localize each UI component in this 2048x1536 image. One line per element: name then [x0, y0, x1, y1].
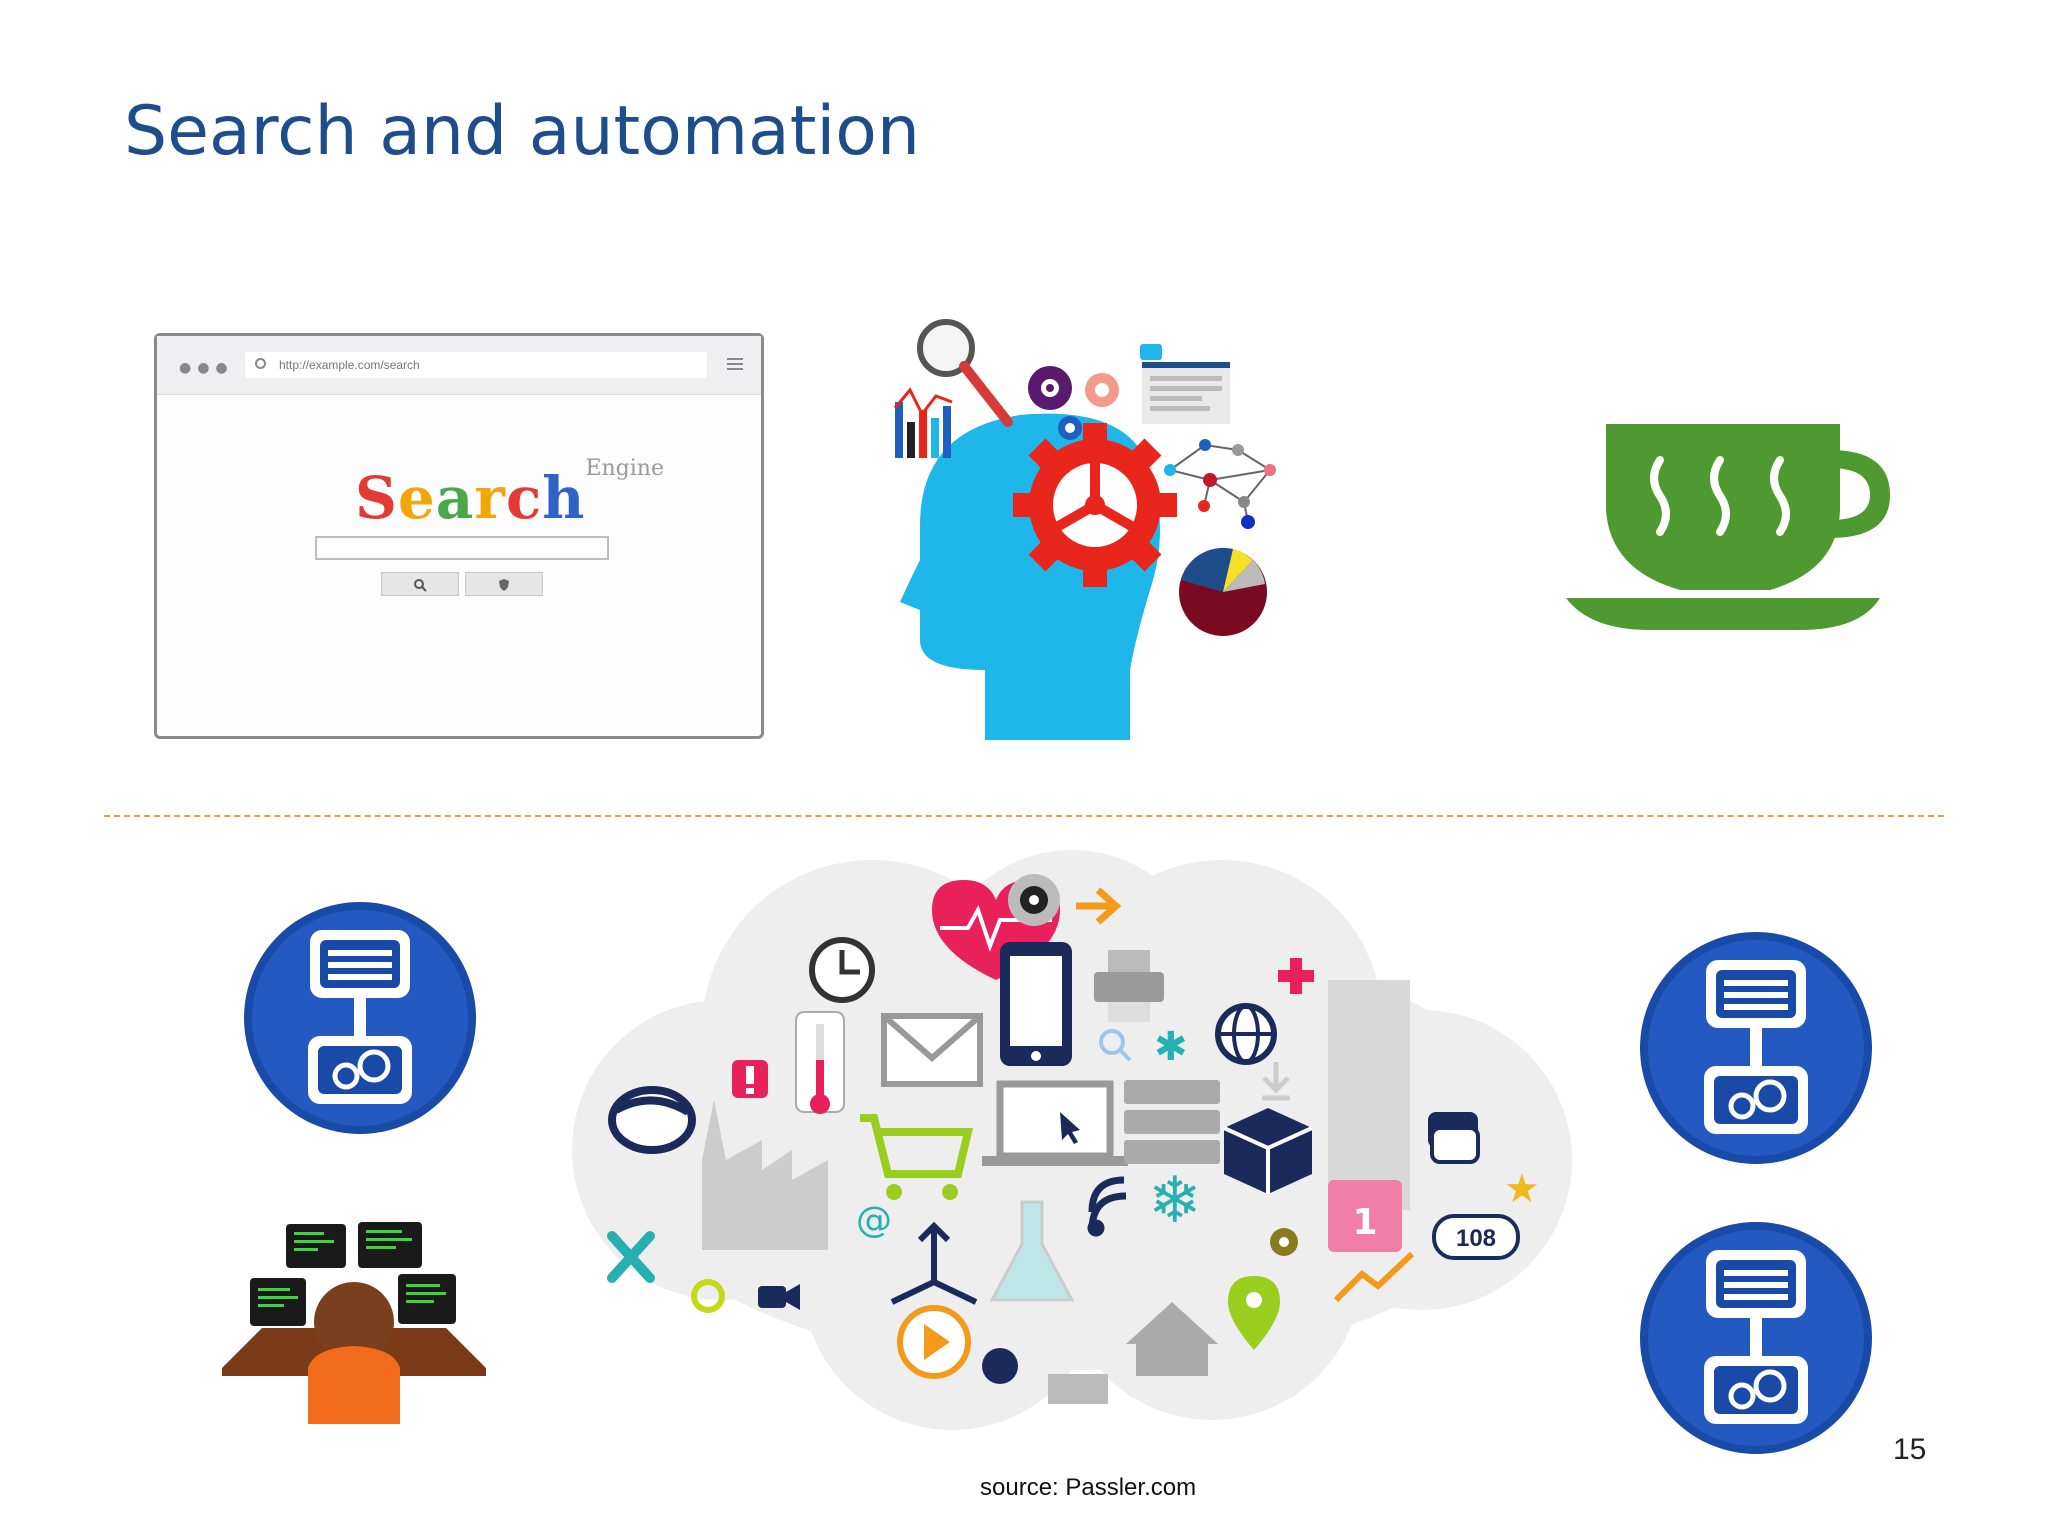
mouse-icon	[608, 1086, 696, 1154]
workflow-icon	[1640, 932, 1872, 1164]
router-icon	[1048, 1374, 1108, 1404]
iot-cloud-illustration: ✱ ❄ 1 108 ★ @	[572, 850, 1572, 1430]
workflow-icon	[244, 902, 476, 1134]
factory-icon	[702, 1100, 828, 1250]
counter-value: 108	[1456, 1225, 1496, 1252]
network-nodes	[1164, 439, 1276, 529]
play-button-icon	[897, 1305, 971, 1379]
logo-letter: S	[355, 464, 398, 532]
server-icon	[1124, 1080, 1220, 1164]
reload-icon	[255, 358, 266, 369]
svg-text:✱: ✱	[1154, 1024, 1188, 1070]
logo-superscript: Engine	[585, 456, 664, 481]
history-clock-icon	[809, 937, 875, 1003]
hamburger-menu-icon	[727, 358, 743, 373]
page-title: Search and automation	[124, 92, 920, 171]
bar-chart-icon	[893, 387, 953, 458]
lucky-button	[465, 572, 543, 596]
star-icon: ★	[1504, 1166, 1540, 1212]
programmer-icon	[222, 1222, 486, 1424]
signal-icon	[1087, 1176, 1127, 1237]
workflow-icon	[1640, 1222, 1872, 1454]
tools-icon	[607, 1231, 655, 1283]
logo-letter: e	[397, 464, 436, 532]
code-lines	[258, 1230, 446, 1307]
dashed-divider	[104, 815, 1944, 817]
network-graph-icon	[1169, 444, 1271, 523]
logo-letter: h	[542, 464, 586, 532]
asterisk-icon: ✱	[1154, 1024, 1188, 1070]
browser-toolbar: ●●● http://example.com/search	[157, 336, 761, 395]
pie-chart-icon	[1179, 547, 1267, 636]
address-text: http://example.com/search	[279, 358, 420, 372]
globe-icon	[1215, 1003, 1277, 1065]
arrow-right-icon	[1076, 887, 1122, 925]
shield-icon	[499, 578, 509, 591]
gamepad-icon	[982, 1348, 1018, 1384]
share-arrows-icon	[890, 1221, 978, 1305]
laptop-icon	[982, 1080, 1128, 1166]
chat-icon	[1428, 1112, 1480, 1164]
search-box	[315, 536, 609, 560]
thermometer-icon	[795, 1011, 845, 1114]
calendar-day: 1	[1352, 1202, 1377, 1243]
snowflake-icon: ❄	[1148, 1164, 1202, 1238]
small-gears-icon	[1028, 366, 1119, 440]
document-icon	[1140, 344, 1230, 424]
sun-icon	[691, 1279, 725, 1313]
logo-word: Search	[355, 464, 585, 532]
flask-icon	[989, 1200, 1075, 1302]
download-icon	[1262, 1062, 1290, 1101]
at-sign-icon: @	[856, 1200, 892, 1241]
magnifier-icon	[917, 319, 1013, 427]
gear-icon	[1013, 423, 1177, 587]
trend-line-icon	[1333, 1251, 1415, 1303]
search-engine-browser-illustration: ●●● http://example.com/search SearchEngi…	[154, 333, 764, 739]
medical-cross-icon	[1278, 958, 1314, 994]
video-camera-icon	[758, 1284, 800, 1310]
address-bar: http://example.com/search	[245, 352, 707, 378]
shopping-cart-icon	[860, 1114, 974, 1200]
alert-icon	[732, 1060, 768, 1098]
webcam-icon	[1008, 874, 1060, 926]
source-caption: source: Passler.com	[980, 1474, 1197, 1501]
svg-text:❄: ❄	[1148, 1164, 1202, 1238]
search-engine-logo: SearchEngine	[355, 456, 664, 532]
smartphone-icon	[1000, 942, 1072, 1066]
steam-icon	[1650, 456, 1790, 536]
home-icon	[1126, 1302, 1218, 1376]
calendar-icon: 1	[1328, 1180, 1402, 1252]
coffee-cup-icon	[1566, 424, 1890, 630]
svg-text:@: @	[856, 1200, 892, 1241]
svg-text:★: ★	[1504, 1166, 1540, 1212]
settings-flower-icon	[1270, 1228, 1298, 1256]
search-button	[381, 572, 459, 596]
window-dots-icon: ●●●	[179, 360, 234, 376]
search-icon	[414, 578, 427, 592]
ai-head-illustration	[893, 319, 1276, 740]
counter-badge: 108	[1432, 1214, 1520, 1260]
logo-letter: r	[474, 464, 506, 532]
logo-letter: a	[435, 464, 475, 532]
location-pin-icon	[1228, 1276, 1280, 1350]
page-number: 15	[1893, 1433, 1927, 1466]
building-icon	[1328, 980, 1410, 1210]
printer-icon	[1094, 950, 1164, 1022]
search-icon	[1099, 1029, 1132, 1062]
cube-icon	[1223, 1108, 1313, 1194]
mail-icon	[881, 1013, 983, 1087]
logo-letter: c	[505, 464, 543, 532]
